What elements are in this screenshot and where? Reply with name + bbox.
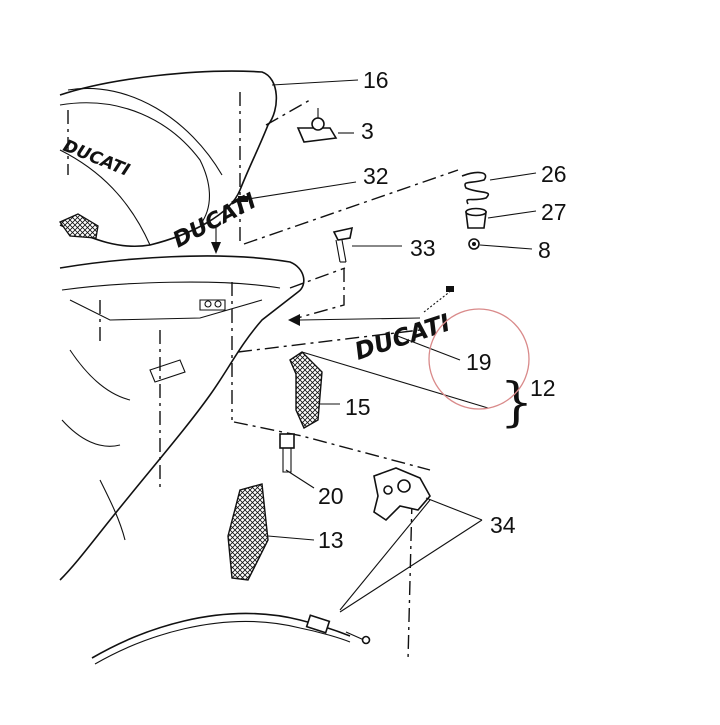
part-33-screw [332, 226, 402, 263]
part-15-mesh-panel [289, 351, 489, 429]
part-3-clip [296, 108, 354, 143]
callout-20: 20 [318, 483, 344, 509]
leader-16 [271, 79, 359, 86]
highlight-circle [428, 308, 530, 410]
part-32-decal-strip [238, 181, 357, 202]
seat-mesh-pad [59, 213, 99, 239]
callout-8: 8 [538, 237, 551, 263]
callout-16: 16 [363, 67, 389, 93]
seat-assembly: DUCATI DUCATI [59, 70, 278, 254]
group-brace: } [500, 373, 533, 433]
seat-decal-text: DUCATI [60, 136, 132, 181]
callout-33: 33 [410, 235, 436, 261]
callout-19: 19 [466, 349, 492, 375]
part-34-latch [339, 467, 483, 611]
callout-13: 13 [318, 527, 344, 553]
callout-26: 26 [541, 161, 567, 187]
callout-27: 27 [541, 199, 567, 225]
leader-34-cable [339, 519, 483, 613]
tail-decal-text: DUCATI [351, 309, 453, 366]
part-27-bushing [465, 207, 537, 229]
callout-3: 3 [361, 118, 374, 144]
part-20-bolt [279, 433, 315, 489]
part-26-spring [461, 171, 537, 205]
callout-34: 34 [490, 512, 516, 538]
callout-15: 15 [345, 394, 371, 420]
callout-32: 32 [363, 163, 389, 189]
part-19-ducati-decal: DUCATI [351, 286, 461, 366]
part-8-nut [468, 238, 533, 250]
release-cable [91, 612, 371, 665]
assembly-guide-lines [233, 99, 459, 661]
part-13-mesh-panel [227, 483, 315, 581]
callout-12: 12 [530, 375, 556, 401]
tail-body [59, 255, 305, 581]
